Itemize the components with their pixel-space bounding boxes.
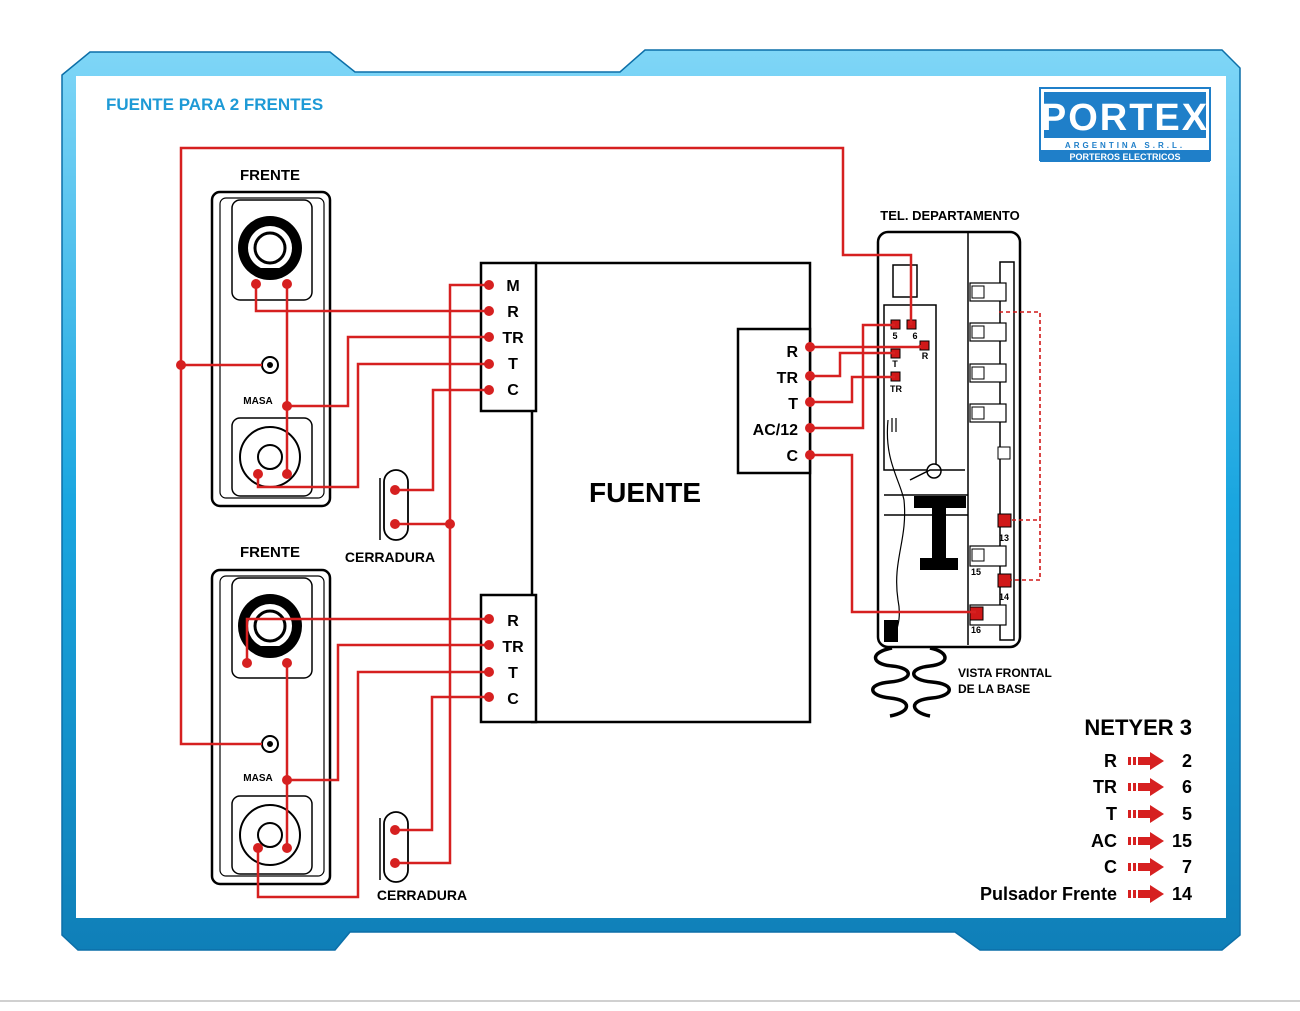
legend-row-label: TR: [1093, 777, 1117, 797]
legend-row-label: Pulsador Frente: [980, 884, 1117, 904]
fuente-top-terminal: TR: [502, 330, 524, 347]
cerradura-label-2: CERRADURA: [377, 887, 467, 903]
logo-brand: PORTEX: [1041, 97, 1209, 139]
tel-term-label: 15: [971, 567, 981, 577]
bottom-divider: [0, 1000, 1300, 1002]
red-terminal-icon: [997, 573, 1012, 588]
tel-term-label: TR: [890, 384, 902, 394]
legend-row-value: 7: [1182, 857, 1192, 877]
arrow-right-icon: [1128, 832, 1164, 850]
frente-label-2: FRENTE: [240, 544, 300, 561]
fuente-right-terminal: TR: [777, 370, 799, 387]
fuente-right-terminal: AC/12: [753, 422, 798, 439]
fuente-bottom-terminal: TR: [502, 639, 524, 656]
fuente-top-terminal: C: [507, 382, 519, 399]
cerradura-1: CERRADURA: [345, 469, 435, 565]
frente-panel-1: FRENTE MASA: [210, 167, 332, 508]
telefono-title: TEL. DEPARTAMENTO: [880, 208, 1019, 223]
legend-row-label: AC: [1091, 831, 1117, 851]
fuente-bottom-terminal: T: [508, 665, 518, 682]
screw-terminal-icon: [971, 325, 985, 339]
fuente-right-terminal: R: [786, 344, 798, 361]
tel-term-label: 14: [999, 592, 1009, 602]
tel-term-label: 5: [892, 331, 897, 341]
red-terminal-icon: [969, 606, 984, 621]
fuente-top-terminal: R: [507, 304, 519, 321]
arrow-right-icon: [1128, 885, 1164, 903]
cerradura-2: CERRADURA: [377, 811, 467, 903]
logo-sub2: PORTEROS ELECTRICOS: [1069, 152, 1180, 162]
arrow-right-icon: [1128, 752, 1164, 770]
legend-row-value: 2: [1182, 751, 1192, 771]
tel-term-label: 6: [912, 331, 917, 341]
screw-terminal-icon: [971, 548, 985, 562]
legend: NETYER 3 R TR T AC C Pulsador Frente 2 6…: [980, 715, 1192, 904]
fuente-top-terminal: M: [506, 278, 519, 295]
legend-title: NETYER 3: [1084, 715, 1192, 740]
tel-term-label: 13: [999, 533, 1009, 543]
legend-row-label: C: [1104, 857, 1117, 877]
legend-row-value: 15: [1172, 831, 1192, 851]
screw-terminal-icon: [997, 446, 1011, 460]
fuente-top-terminal: T: [508, 356, 518, 373]
tel-caption-2: DE LA BASE: [958, 682, 1030, 696]
tel-term-label: R: [922, 351, 929, 361]
fuente-right-terminal: C: [786, 448, 798, 465]
cerradura-label-1: CERRADURA: [345, 549, 435, 565]
tel-caption-1: VISTA FRONTAL: [958, 666, 1052, 680]
wires: [179, 146, 976, 899]
frente-label-1: FRENTE: [240, 167, 300, 184]
red-terminal-icon: [919, 340, 930, 351]
fuente-bottom-terminal: C: [507, 691, 519, 708]
page-title: FUENTE PARA 2 FRENTES: [106, 95, 323, 114]
telefono-departamento: TEL. DEPARTAMENTO: [871, 208, 1052, 718]
screw-terminal-icon: [971, 366, 985, 380]
legend-row-value: 6: [1182, 777, 1192, 797]
masa-label-1: MASA: [243, 396, 272, 407]
legend-row-value: 5: [1182, 804, 1192, 824]
fuente-label: FUENTE: [589, 477, 701, 508]
red-terminal-icon: [997, 513, 1012, 528]
screw-terminal-icon: [971, 406, 985, 420]
frente-panel-2: FRENTE MASA: [210, 544, 332, 886]
arrow-right-icon: [1128, 778, 1164, 796]
masa-label-2: MASA: [243, 773, 272, 784]
legend-row-label: R: [1104, 751, 1117, 771]
logo-sub1: ARGENTINA S.R.L.: [1065, 141, 1185, 150]
legend-row-value: 14: [1172, 884, 1192, 904]
fuente-bottom-terminal: R: [507, 613, 519, 630]
arrow-right-icon: [1128, 805, 1164, 823]
wire-junctions: [176, 279, 815, 868]
legend-row-label: T: [1106, 804, 1117, 824]
tel-term-label: 16: [971, 625, 981, 635]
fuente-right-terminal: T: [788, 396, 798, 413]
portex-logo: PORTEX ARGENTINA S.R.L. PORTEROS ELECTRI…: [1039, 87, 1211, 162]
screw-terminal-icon: [971, 285, 985, 299]
arrow-right-icon: [1128, 858, 1164, 876]
tel-term-label: T: [892, 359, 898, 369]
